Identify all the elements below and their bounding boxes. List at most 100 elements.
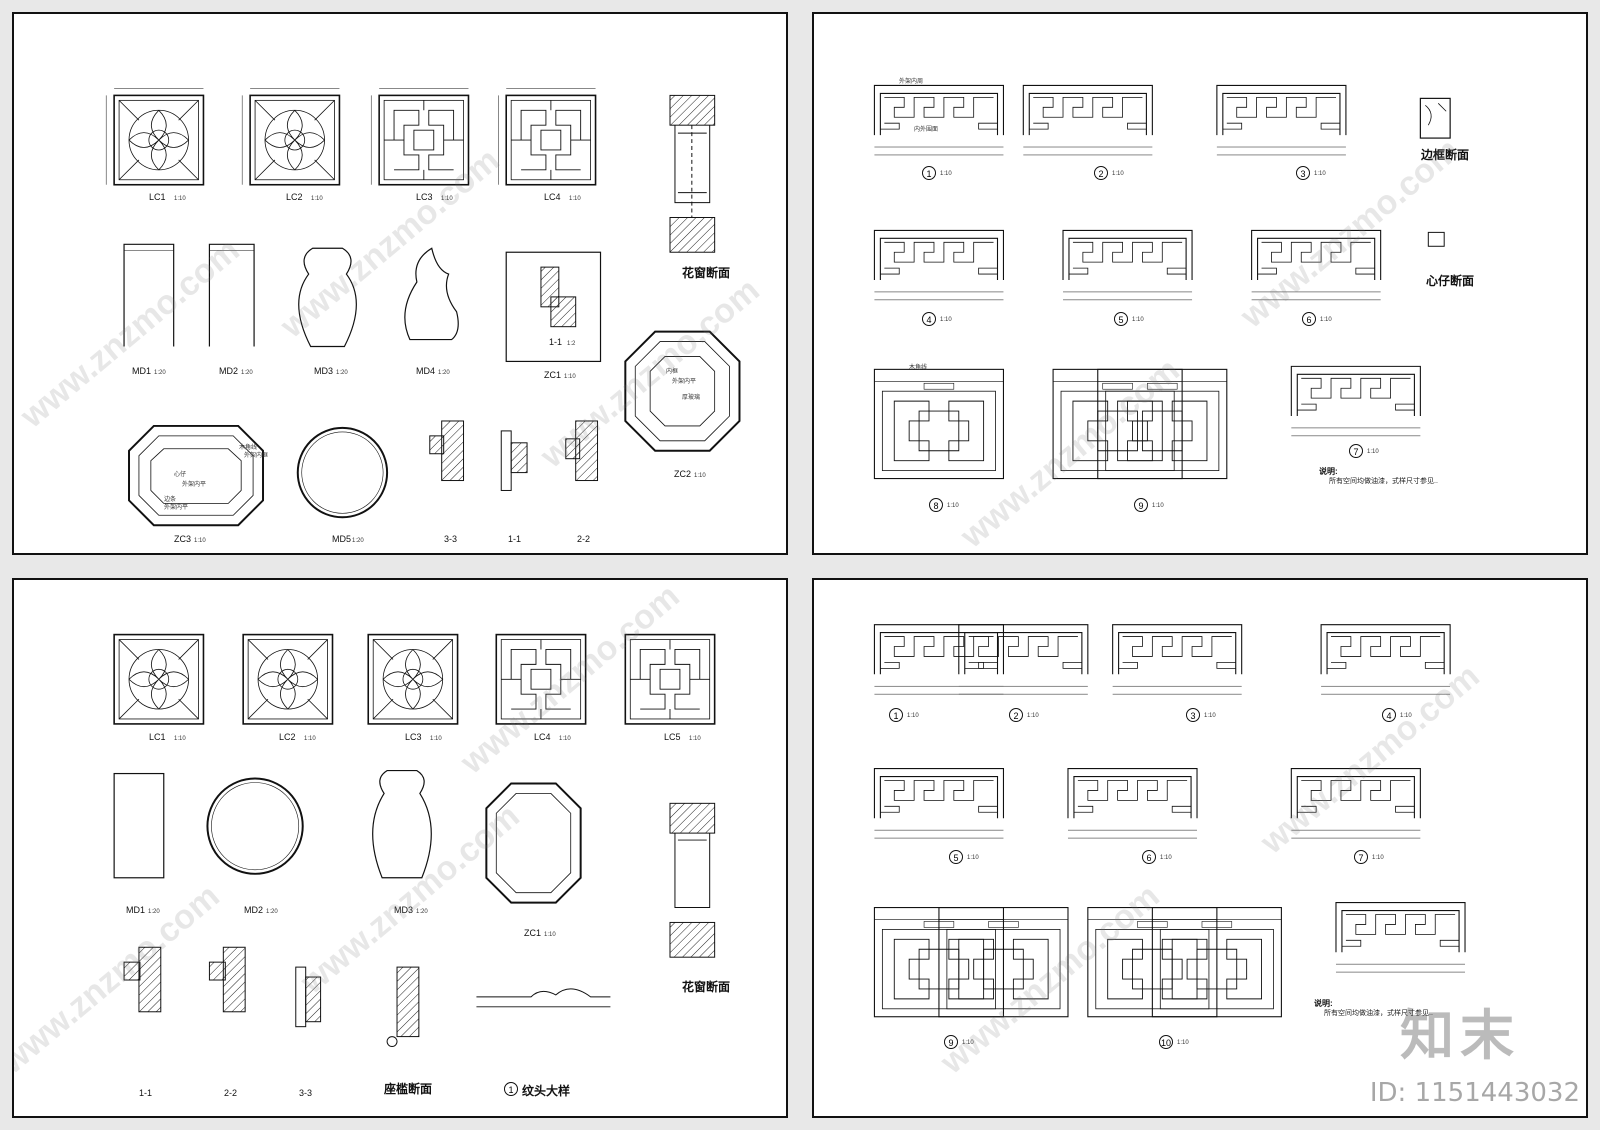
door-scale-zc1: 1:10 [544, 932, 556, 938]
bottom-scale-zc2: 1:10 [694, 473, 706, 479]
sheet-tr-drawing [873, 84, 1451, 480]
brand-logo: 知末 [1400, 1004, 1520, 1067]
section-label-1-1: 1-1 [139, 1088, 153, 1098]
window-scale-lc1: 1:10 [174, 196, 186, 202]
bottom-label-2-2: 2-2 [577, 534, 591, 544]
label-inner: 外架内周 [899, 79, 924, 85]
railing-scale-10: 1:10 [1177, 1040, 1189, 1046]
window-scale-lc5: 1:10 [689, 736, 701, 742]
railing-scale-3: 1:10 [1314, 171, 1326, 177]
window-label-lc1: LC1 [149, 732, 166, 742]
window-scale-lc3: 1:10 [441, 196, 453, 202]
window-scale-lc2: 1:10 [304, 736, 316, 742]
door-label-md3: MD3 [394, 905, 414, 915]
railing-scale-8: 1:10 [947, 503, 959, 509]
window-label-lc2: LC2 [279, 732, 296, 742]
railing-scale-7: 1:10 [1367, 449, 1379, 455]
note-body: 所有空间均做油漆，式样尺寸参见.. [1324, 1010, 1433, 1017]
window-scale-lc4: 1:10 [559, 736, 571, 742]
door-scale-md2: 1:20 [241, 370, 253, 376]
railing-scale-1: 1:10 [940, 171, 952, 177]
note-body: 所有空间均做油漆，式样尺寸参见.. [1329, 478, 1438, 485]
railing-number-2: 2 [1009, 708, 1023, 722]
pattern-detail-number: 1 [504, 1082, 518, 1096]
railing-number-9: 9 [1134, 498, 1148, 512]
bottom-label-1-1: 1-1 [508, 534, 522, 544]
frame-section-title: 边框断面 [1421, 148, 1470, 162]
door-label-md2: MD2 [244, 905, 264, 915]
zc3-annotation-edge: 边条 [164, 497, 177, 503]
railing-number-3: 3 [1296, 166, 1310, 180]
railing-scale-2: 1:10 [1027, 713, 1039, 719]
window-label-lc4: LC4 [534, 732, 551, 742]
window-scale-lc1: 1:10 [174, 736, 186, 742]
door-label-md1: MD1 [132, 366, 152, 376]
flower-window-section-title: 花窗断面 [682, 266, 731, 280]
bottom-scale-zc3: 1:10 [194, 538, 206, 544]
core-section-title: 心仔断面 [1426, 274, 1475, 288]
bottom-label-zc3: ZC3 [174, 534, 192, 544]
railing-number-8: 8 [929, 498, 943, 512]
section-1-1-scale: 1:2 [567, 341, 576, 347]
window-label-lc4: LC4 [544, 192, 561, 202]
railing-scale-9: 1:10 [962, 1040, 974, 1046]
seat-section-title: 座槛断面 [384, 1082, 433, 1096]
railing-scale-4: 1:10 [940, 317, 952, 323]
railing-scale-1: 1:10 [907, 713, 919, 719]
drawing-sheet-top-right: 1 1:10 2 1:10 3 1:10 边框断面 4 1:10 5 1:10 … [812, 12, 1588, 555]
sheet-tl-drawing [105, 88, 741, 527]
railing-scale-2: 1:10 [1112, 171, 1124, 177]
door-label-zc1: ZC1 [544, 370, 562, 380]
door-label-md4: MD4 [416, 366, 436, 376]
label-wood: 木角线 [909, 365, 928, 371]
section-1-1-label: 1-1 [549, 337, 563, 347]
window-label-lc5: LC5 [664, 732, 681, 742]
section-label-3-3: 3-3 [299, 1088, 313, 1098]
door-scale-md4: 1:20 [438, 370, 450, 376]
zc2-annotation-glass: 厚玻璃 [682, 395, 701, 401]
zc2-annotation-flush: 外架内平 [672, 379, 697, 385]
window-label-lc3: LC3 [416, 192, 433, 202]
bottom-label-3-3: 3-3 [444, 534, 458, 544]
railing-number-6: 6 [1302, 312, 1316, 326]
railing-scale-9: 1:10 [1152, 503, 1164, 509]
railing-scale-5: 1:10 [967, 855, 979, 861]
zc3-annotation-flush-2: 外架内平 [164, 505, 189, 511]
window-label-lc1: LC1 [149, 192, 166, 202]
door-scale-zc1: 1:10 [564, 374, 576, 380]
railing-scale-7: 1:10 [1372, 855, 1384, 861]
bottom-label-zc2: ZC2 [674, 469, 692, 479]
window-scale-lc4: 1:10 [569, 196, 581, 202]
bottom-scale-md5: 1:20 [352, 538, 364, 544]
zc3-annotation-flush: 外架内平 [182, 482, 207, 488]
railing-scale-6: 1:10 [1320, 317, 1332, 323]
zc3-annotation-outer: 外架内框 [244, 453, 269, 459]
drawing-sheet-top-left: LC1 1:10 LC2 1:10 LC3 1:10 LC4 1:10 花窗断面… [12, 12, 788, 555]
railing-number-9: 9 [944, 1035, 958, 1049]
door-label-md2: MD2 [219, 366, 239, 376]
note-title: 说明: [1314, 999, 1333, 1008]
door-scale-md1: 1:20 [148, 909, 160, 915]
railing-number-1: 1 [889, 708, 903, 722]
window-scale-lc2: 1:10 [311, 196, 323, 202]
railing-number-10: 10 [1159, 1035, 1173, 1049]
railing-number-2: 2 [1094, 166, 1108, 180]
image-id: ID: 1151443032 [1369, 1078, 1580, 1108]
door-scale-md3: 1:20 [416, 909, 428, 915]
door-scale-md3: 1:20 [336, 370, 348, 376]
railing-scale-5: 1:10 [1132, 317, 1144, 323]
zc3-annotation-wood: 木角线 [239, 445, 258, 451]
pattern-detail-title: 纹头大样 [522, 1084, 571, 1098]
zc2-annotation-inner-frame: 内框 [666, 369, 679, 375]
railing-scale-6: 1:10 [1160, 855, 1172, 861]
railing-scale-4: 1:10 [1400, 713, 1412, 719]
railing-number-5: 5 [949, 850, 963, 864]
flower-window-section-title: 花窗断面 [682, 980, 731, 994]
railing-number-7: 7 [1349, 444, 1363, 458]
railing-number-5: 5 [1114, 312, 1128, 326]
door-scale-md1: 1:20 [154, 370, 166, 376]
railing-number-3: 3 [1186, 708, 1200, 722]
window-label-lc3: LC3 [405, 732, 422, 742]
window-scale-lc3: 1:10 [430, 736, 442, 742]
drawing-sheet-bottom-left: LC1 1:10 LC2 1:10 LC3 1:10 LC4 1:10 LC5 … [12, 578, 788, 1118]
